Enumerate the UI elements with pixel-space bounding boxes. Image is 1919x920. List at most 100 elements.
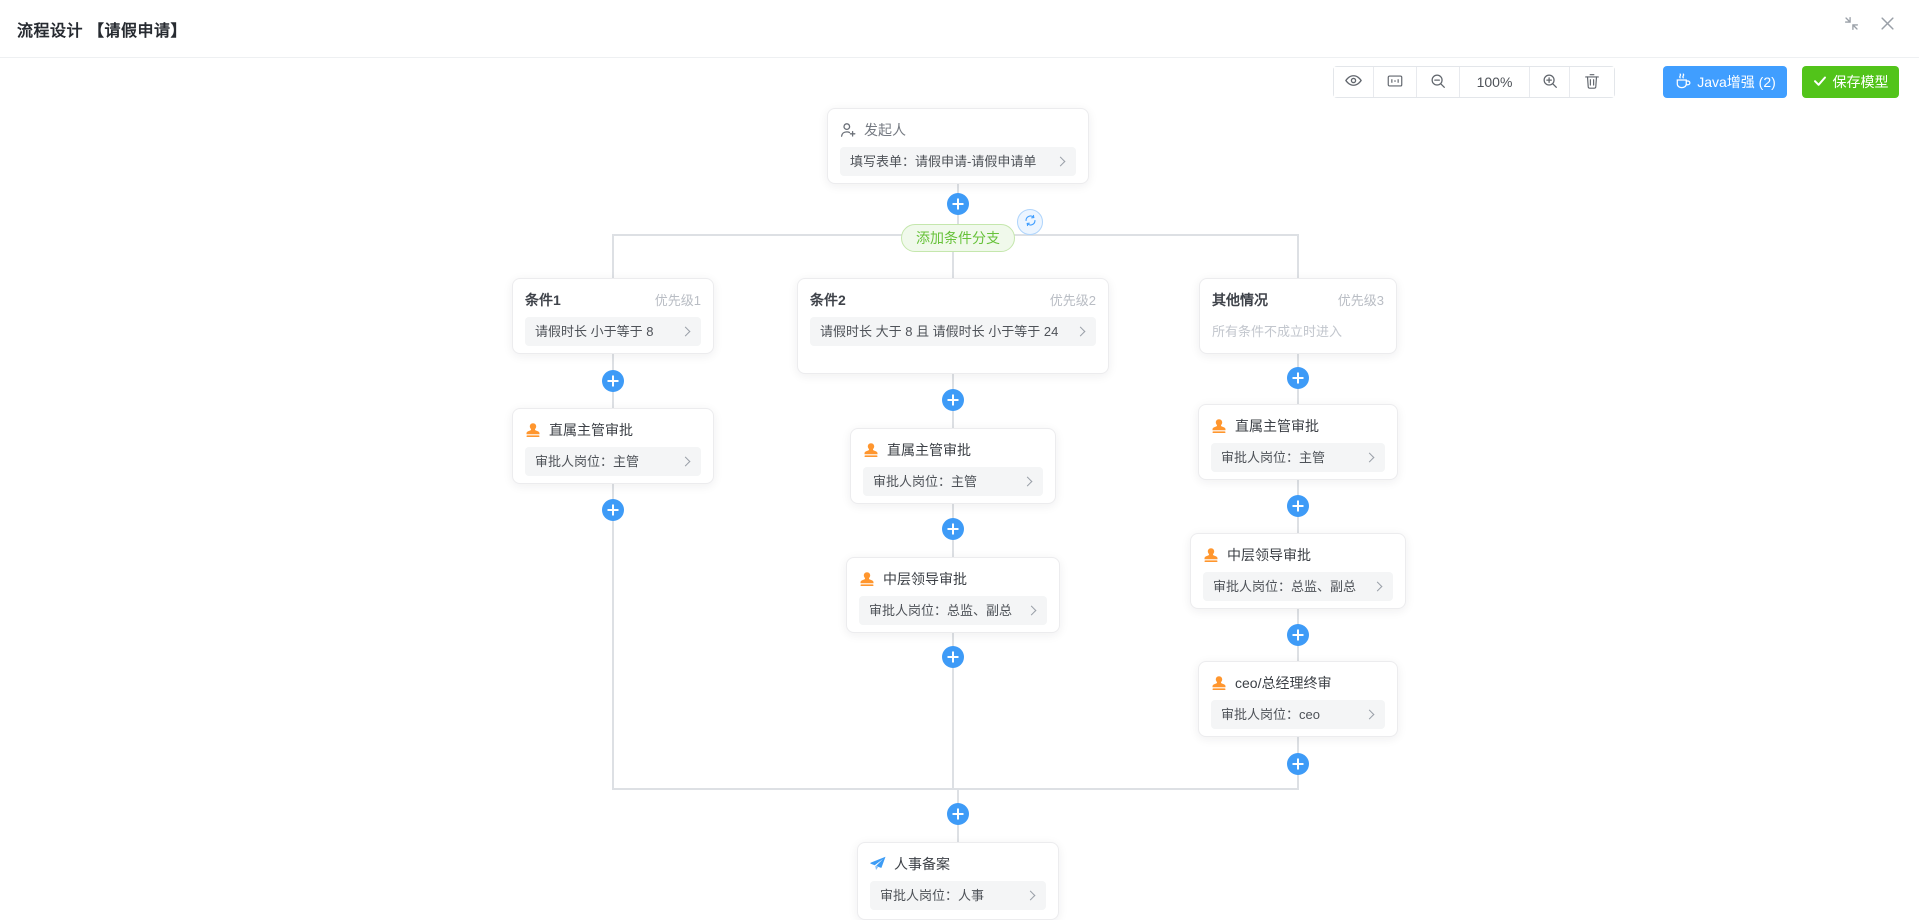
node-config-text: 请假时长 大于 8 且 请假时长 小于等于 24 — [820, 324, 1059, 339]
node-config-row[interactable]: 审批人岗位：人事 — [870, 881, 1046, 910]
chevron-right-icon — [680, 326, 691, 337]
eye-icon — [1344, 71, 1363, 93]
delete-button[interactable] — [1570, 67, 1614, 97]
node-config-text: 填写表单：请假申请-请假申请单 — [850, 154, 1037, 169]
chevron-right-icon — [680, 456, 691, 467]
chevron-right-icon — [1022, 476, 1033, 487]
node-config-text: 审批人岗位：总监、副总 — [1213, 579, 1357, 594]
flow-node-approval-midlevel-2[interactable]: 中层领导审批 审批人岗位：总监、副总 — [846, 557, 1060, 633]
add-node-button[interactable] — [942, 518, 964, 540]
stamp-icon — [1203, 547, 1219, 563]
zoom-out-icon — [1429, 72, 1447, 93]
connector-line — [612, 484, 614, 789]
node-config-text: 审批人岗位：ceo — [1221, 707, 1320, 722]
zoom-level: 100% — [1460, 67, 1530, 97]
node-title: 人事备案 — [894, 855, 950, 872]
node-title: 发起人 — [864, 121, 906, 138]
add-branch-button[interactable]: 添加条件分支 — [901, 224, 1015, 252]
node-title: 条件1 — [525, 291, 561, 308]
chevron-right-icon — [1364, 709, 1375, 720]
add-node-button[interactable] — [1287, 495, 1309, 517]
connector-line — [1297, 234, 1299, 278]
node-title: 直属主管审批 — [887, 441, 971, 458]
node-config-text: 请假时长 小于等于 8 — [535, 324, 654, 339]
flow-node-condition2[interactable]: 条件2 优先级2 请假时长 大于 8 且 请假时长 小于等于 24 — [797, 278, 1109, 374]
connector-line — [612, 788, 1299, 790]
node-config-row[interactable]: 审批人岗位：主管 — [863, 467, 1043, 496]
compress-window-button[interactable] — [1841, 13, 1862, 37]
check-icon — [1813, 74, 1827, 91]
node-config-row[interactable]: 请假时长 大于 8 且 请假时长 小于等于 24 — [810, 317, 1096, 346]
priority-label: 优先级1 — [654, 293, 701, 308]
flow-node-approval-supervisor-3[interactable]: 直属主管审批 审批人岗位：主管 — [1198, 404, 1398, 480]
connector-line — [952, 250, 954, 278]
add-node-button[interactable] — [602, 370, 624, 392]
priority-label: 优先级2 — [1049, 293, 1096, 308]
node-title: 其他情况 — [1212, 291, 1268, 308]
node-config-row: 所有条件不成立时进入 — [1212, 317, 1384, 346]
add-node-button[interactable] — [1287, 624, 1309, 646]
node-config-row[interactable]: 填写表单：请假申请-请假申请单 — [840, 147, 1076, 176]
add-node-button[interactable] — [942, 646, 964, 668]
java-icon — [1674, 72, 1691, 92]
window-titlebar: 流程设计 【请假申请】 — [0, 0, 1919, 58]
node-config-row[interactable]: 审批人岗位：总监、副总 — [859, 596, 1047, 625]
node-title: 直属主管审批 — [1235, 417, 1319, 434]
flow-node-approval-supervisor-2[interactable]: 直属主管审批 审批人岗位：主管 — [850, 428, 1056, 504]
save-model-label: 保存模型 — [1832, 74, 1889, 90]
add-node-button[interactable] — [1287, 367, 1309, 389]
flow-node-approval-midlevel-3[interactable]: 中层领导审批 审批人岗位：总监、副总 — [1190, 533, 1406, 609]
java-enhance-label: Java增强 (2) — [1697, 74, 1776, 90]
node-config-row[interactable]: 审批人岗位：ceo — [1211, 700, 1385, 729]
chevron-right-icon — [1372, 581, 1383, 592]
add-node-button[interactable] — [942, 389, 964, 411]
node-config-row[interactable]: 审批人岗位：主管 — [1211, 443, 1385, 472]
close-icon — [1880, 16, 1895, 34]
node-title: 直属主管审批 — [549, 421, 633, 438]
zoom-in-button[interactable] — [1530, 67, 1570, 97]
node-config-text: 所有条件不成立时进入 — [1212, 324, 1343, 339]
refresh-branch-button[interactable] — [1017, 209, 1043, 235]
node-config-text: 审批人岗位：人事 — [880, 888, 985, 903]
canvas-toolbar: 100% — [1333, 66, 1615, 98]
add-node-button[interactable] — [1287, 753, 1309, 775]
page-title: 流程设计 【请假申请】 — [17, 22, 187, 40]
stamp-icon — [863, 442, 879, 458]
java-enhance-button[interactable]: Java增强 (2) — [1663, 66, 1787, 98]
node-config-row[interactable]: 审批人岗位：总监、副总 — [1203, 572, 1393, 601]
stamp-icon — [1211, 675, 1227, 691]
close-window-button[interactable] — [1878, 14, 1897, 36]
chevron-right-icon — [1364, 452, 1375, 463]
connector-line — [612, 234, 614, 278]
add-node-button[interactable] — [947, 193, 969, 215]
zoom-out-button[interactable] — [1417, 67, 1460, 97]
chevron-right-icon — [1025, 890, 1036, 901]
flow-node-condition-else[interactable]: 其他情况 优先级3 所有条件不成立时进入 — [1199, 278, 1397, 354]
node-config-row[interactable]: 审批人岗位：主管 — [525, 447, 701, 476]
save-model-button[interactable]: 保存模型 — [1802, 66, 1899, 98]
fit-view-button[interactable] — [1374, 67, 1417, 97]
send-icon — [870, 856, 886, 872]
add-node-button[interactable] — [602, 499, 624, 521]
node-title: 中层领导审批 — [1227, 546, 1311, 563]
flow-node-hr-record[interactable]: 人事备案 审批人岗位：人事 — [857, 842, 1059, 920]
priority-label: 优先级3 — [1337, 293, 1384, 308]
flow-node-condition1[interactable]: 条件1 优先级1 请假时长 小于等于 8 — [512, 278, 714, 354]
trash-icon — [1583, 72, 1601, 93]
node-config-row[interactable]: 请假时长 小于等于 8 — [525, 317, 701, 346]
flow-node-initiator[interactable]: 发起人 填写表单：请假申请-请假申请单 — [827, 108, 1089, 184]
node-title: 条件2 — [810, 291, 846, 308]
flow-node-approval-ceo[interactable]: ceo/总经理终审 审批人岗位：ceo — [1198, 661, 1398, 737]
chevron-right-icon — [1055, 156, 1066, 167]
preview-button[interactable] — [1334, 67, 1374, 97]
node-title: ceo/总经理终审 — [1235, 674, 1332, 691]
node-title: 中层领导审批 — [883, 570, 967, 587]
node-config-text: 审批人岗位：主管 — [873, 474, 978, 489]
chevron-right-icon — [1075, 326, 1086, 337]
compress-icon — [1843, 15, 1860, 35]
add-node-button[interactable] — [947, 803, 969, 825]
flow-node-approval-supervisor-1[interactable]: 直属主管审批 审批人岗位：主管 — [512, 408, 714, 484]
zoom-in-icon — [1541, 72, 1559, 93]
user-add-icon — [840, 122, 856, 138]
